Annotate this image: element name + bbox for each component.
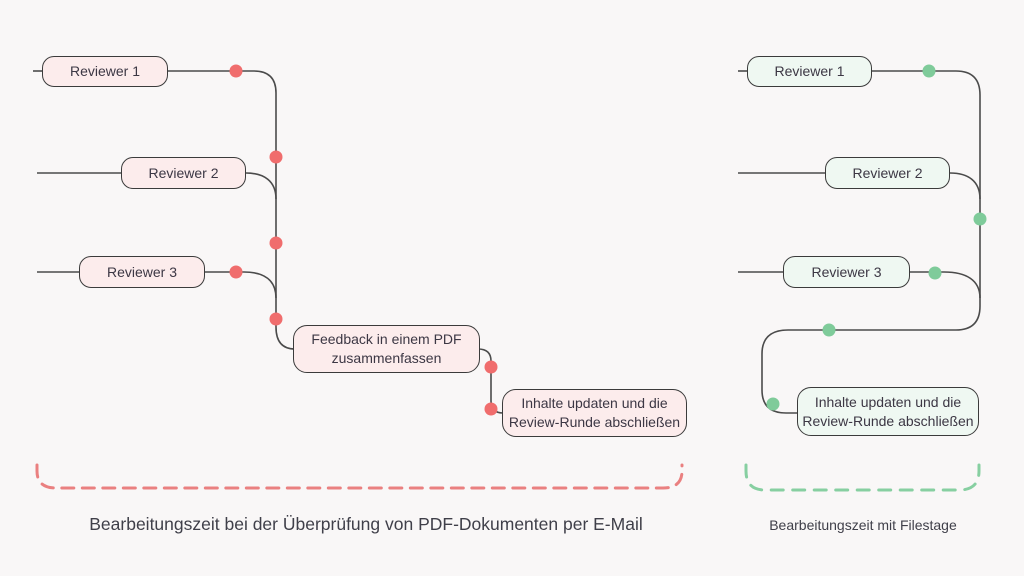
progress-dot (928, 266, 942, 280)
connector-line (168, 70, 296, 350)
timeline-brace-email (35, 463, 684, 490)
caption-filestage: Bearbeitungszeit mit Filestage (769, 517, 957, 533)
node-reviewer-3-email: Reviewer 3 (79, 256, 205, 288)
delay-dot (229, 265, 243, 279)
timeline-brace-filestage (744, 463, 981, 492)
delay-dot (269, 236, 283, 250)
node-reviewer-2-filestage: Reviewer 2 (825, 157, 950, 189)
connector-line (245, 172, 277, 200)
delay-dot (484, 360, 498, 374)
node-inhalte-updaten-email: Inhalte updaten und die Review-Runde abs… (502, 389, 687, 437)
caption-email: Bearbeitungszeit bei der Überprüfung von… (89, 514, 643, 534)
node-inhalte-updaten-filestage: Inhalte updaten und die Review-Runde abs… (797, 387, 979, 436)
connector-line (949, 172, 981, 200)
connector-line (910, 271, 981, 299)
node-feedback-zusammenfassen: Feedback in einem PDF zusammenfassen (293, 325, 480, 373)
node-reviewer-2-email: Reviewer 2 (121, 157, 246, 189)
connector-line (761, 70, 981, 414)
delay-dot (269, 150, 283, 164)
progress-dot (922, 64, 936, 78)
progress-dot (766, 397, 780, 411)
node-reviewer-1-email: Reviewer 1 (42, 56, 168, 87)
node-reviewer-3-filestage: Reviewer 3 (783, 256, 910, 288)
connector-line (205, 271, 277, 299)
delay-dot (484, 402, 498, 416)
delay-dot (269, 312, 283, 326)
progress-dot (973, 212, 987, 226)
node-reviewer-1-filestage: Reviewer 1 (747, 56, 872, 87)
progress-dot (822, 323, 836, 337)
delay-dot (229, 64, 243, 78)
